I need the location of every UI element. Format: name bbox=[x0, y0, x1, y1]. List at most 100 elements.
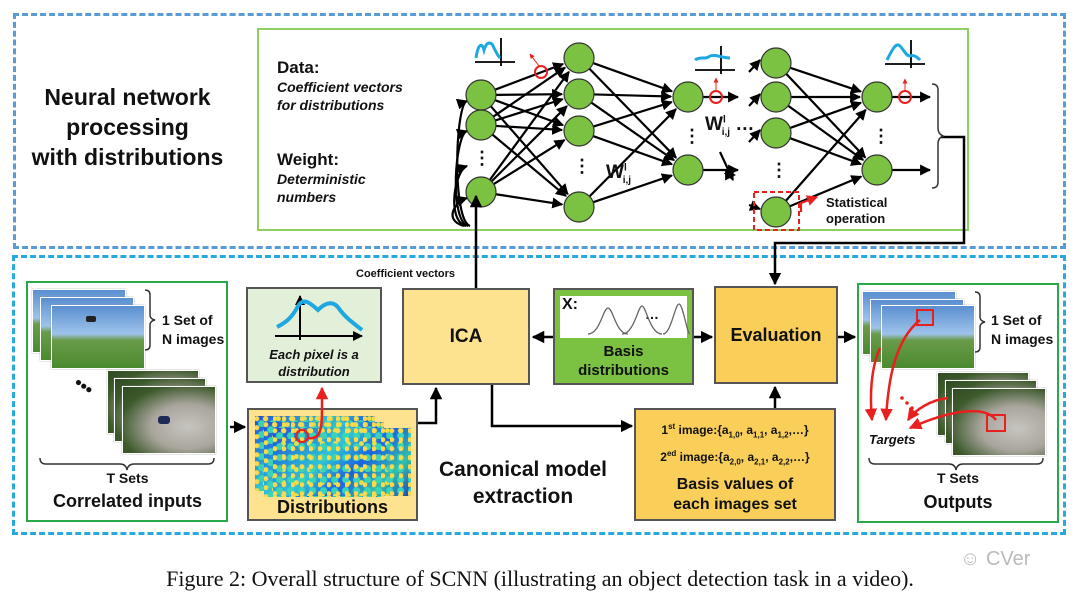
figure-caption: Figure 2: Overall structure of SCNN (ill… bbox=[166, 566, 914, 591]
network-edge bbox=[748, 93, 761, 107]
canonical-extraction-panel bbox=[12, 255, 1066, 535]
network-edge bbox=[719, 151, 734, 181]
neural-network-box bbox=[257, 28, 969, 231]
basis-values-rows: 1st image:{a1,0, a1,1, a1,2,…} 2ed image… bbox=[636, 417, 834, 484]
neuron-node bbox=[672, 154, 704, 186]
targets-label: Targets bbox=[869, 432, 916, 447]
basis-label: Basis distributions bbox=[578, 343, 669, 379]
neuron-node bbox=[465, 176, 497, 208]
statistical-operation-label: Statistical operation bbox=[826, 195, 888, 226]
vdots-layer3: ⋮ bbox=[683, 126, 701, 146]
neuron-node bbox=[760, 117, 792, 149]
neuron-node bbox=[861, 81, 893, 113]
nn-processing-panel bbox=[13, 13, 1066, 249]
car-object bbox=[158, 416, 170, 424]
neuron-node bbox=[465, 79, 497, 111]
network-edge bbox=[494, 96, 564, 122]
inputs-t-sets: T Sets bbox=[106, 470, 149, 486]
basis-values-box bbox=[634, 408, 836, 521]
watermark: ☺ CVer bbox=[960, 548, 1031, 570]
input-feed-edge bbox=[453, 163, 469, 228]
neuron-node bbox=[563, 115, 595, 147]
input-feed-edge bbox=[451, 195, 469, 228]
neuron-node bbox=[760, 81, 792, 113]
network-edge bbox=[592, 99, 673, 128]
network-edge bbox=[748, 129, 761, 143]
drone-target-box bbox=[916, 309, 934, 326]
correlated-inputs-box bbox=[26, 281, 228, 522]
network-edge bbox=[592, 62, 674, 94]
network-edge bbox=[789, 66, 862, 94]
basis-curves-panel bbox=[560, 296, 687, 338]
network-edge bbox=[592, 135, 674, 167]
network-edge bbox=[492, 66, 566, 118]
network-edge bbox=[495, 88, 564, 100]
network-edge bbox=[494, 62, 565, 91]
ica-box: ICA bbox=[402, 288, 530, 385]
inputs-title: Correlated inputs bbox=[52, 491, 203, 511]
vdots-layer2: ⋮ bbox=[573, 156, 591, 176]
neuron-node bbox=[563, 78, 595, 110]
basis-values-row2: 2ed image:{a2,0, a2,1, a2,2,…} bbox=[660, 449, 810, 467]
distributions-label: Distributions bbox=[277, 497, 388, 517]
neuron-node bbox=[563, 191, 595, 223]
network-edge bbox=[789, 100, 863, 129]
network-edge bbox=[593, 90, 673, 102]
weight-legend: Weight: Deterministic numbers bbox=[277, 150, 366, 205]
network-edge bbox=[592, 173, 673, 204]
input-frame-front bbox=[51, 305, 145, 369]
neuron-node bbox=[465, 109, 497, 141]
drone-object bbox=[86, 316, 96, 322]
mini-distribution-plot bbox=[694, 46, 735, 74]
network-edge bbox=[490, 105, 568, 183]
network-edge bbox=[493, 139, 566, 186]
network-edge bbox=[529, 53, 540, 67]
network-edge bbox=[785, 108, 867, 202]
inputs-set-label: 1 Set of N images bbox=[162, 312, 225, 347]
input-feed-edge bbox=[454, 128, 469, 228]
outputs-title: Outputs bbox=[923, 492, 993, 512]
ica-label: ICA bbox=[449, 325, 483, 347]
nn-panel-title: Neural network processing with distribut… bbox=[31, 84, 224, 170]
network-edge bbox=[590, 101, 675, 162]
network-edge bbox=[490, 105, 569, 196]
car-target-box bbox=[986, 414, 1006, 432]
neuron-node bbox=[760, 196, 792, 228]
outputs-box bbox=[857, 283, 1059, 523]
neuron-node bbox=[672, 81, 704, 113]
statistical-operation-arrow bbox=[799, 195, 819, 212]
distribution-map-front bbox=[273, 428, 411, 496]
canonical-title: Canonical model extraction bbox=[438, 458, 608, 508]
pixel-distribution-text: Each pixel is a distribution bbox=[269, 347, 359, 379]
distribution-probe-circle bbox=[534, 65, 548, 79]
evaluation-box: Evaluation bbox=[714, 286, 838, 384]
network-edge bbox=[748, 200, 762, 211]
vdots-layer4: ⋮ bbox=[770, 160, 788, 180]
network-edge bbox=[491, 133, 567, 197]
wechat-icon: ☺ bbox=[960, 548, 981, 570]
weight-label-1: Wli,j bbox=[606, 162, 632, 186]
vdots-layer5: ⋮ bbox=[872, 126, 890, 146]
basis-values-row1: 1st image:{a1,0, a1,1, a1,2,…} bbox=[661, 422, 809, 440]
basis-x-label: X: bbox=[562, 296, 578, 313]
neuron-node bbox=[861, 154, 893, 186]
mini-distribution-plot bbox=[885, 40, 925, 68]
neuron-node bbox=[563, 42, 595, 74]
coefficient-vectors-label: Coefficient vectors bbox=[356, 268, 456, 280]
neuron-node bbox=[760, 47, 792, 79]
data-legend: Data: Coefficient vectors for distributi… bbox=[277, 58, 403, 113]
network-edge bbox=[495, 193, 564, 209]
evaluation-label: Evaluation bbox=[730, 324, 822, 345]
outputs-set-label: 1 Set of N images bbox=[991, 312, 1054, 347]
network-edge bbox=[488, 70, 570, 181]
vdots-layer1: ⋮ bbox=[473, 148, 491, 168]
network-nodes bbox=[465, 42, 893, 228]
mini-distribution-plot bbox=[474, 38, 515, 66]
weight-label-2: Wli,j … bbox=[705, 114, 755, 138]
basis-values-title: Basis values of each images set bbox=[673, 476, 797, 513]
outputs-t-sets: T Sets bbox=[936, 470, 979, 486]
network-edge bbox=[588, 108, 677, 198]
network-edge bbox=[748, 59, 761, 73]
basis-dots: … bbox=[645, 306, 659, 322]
